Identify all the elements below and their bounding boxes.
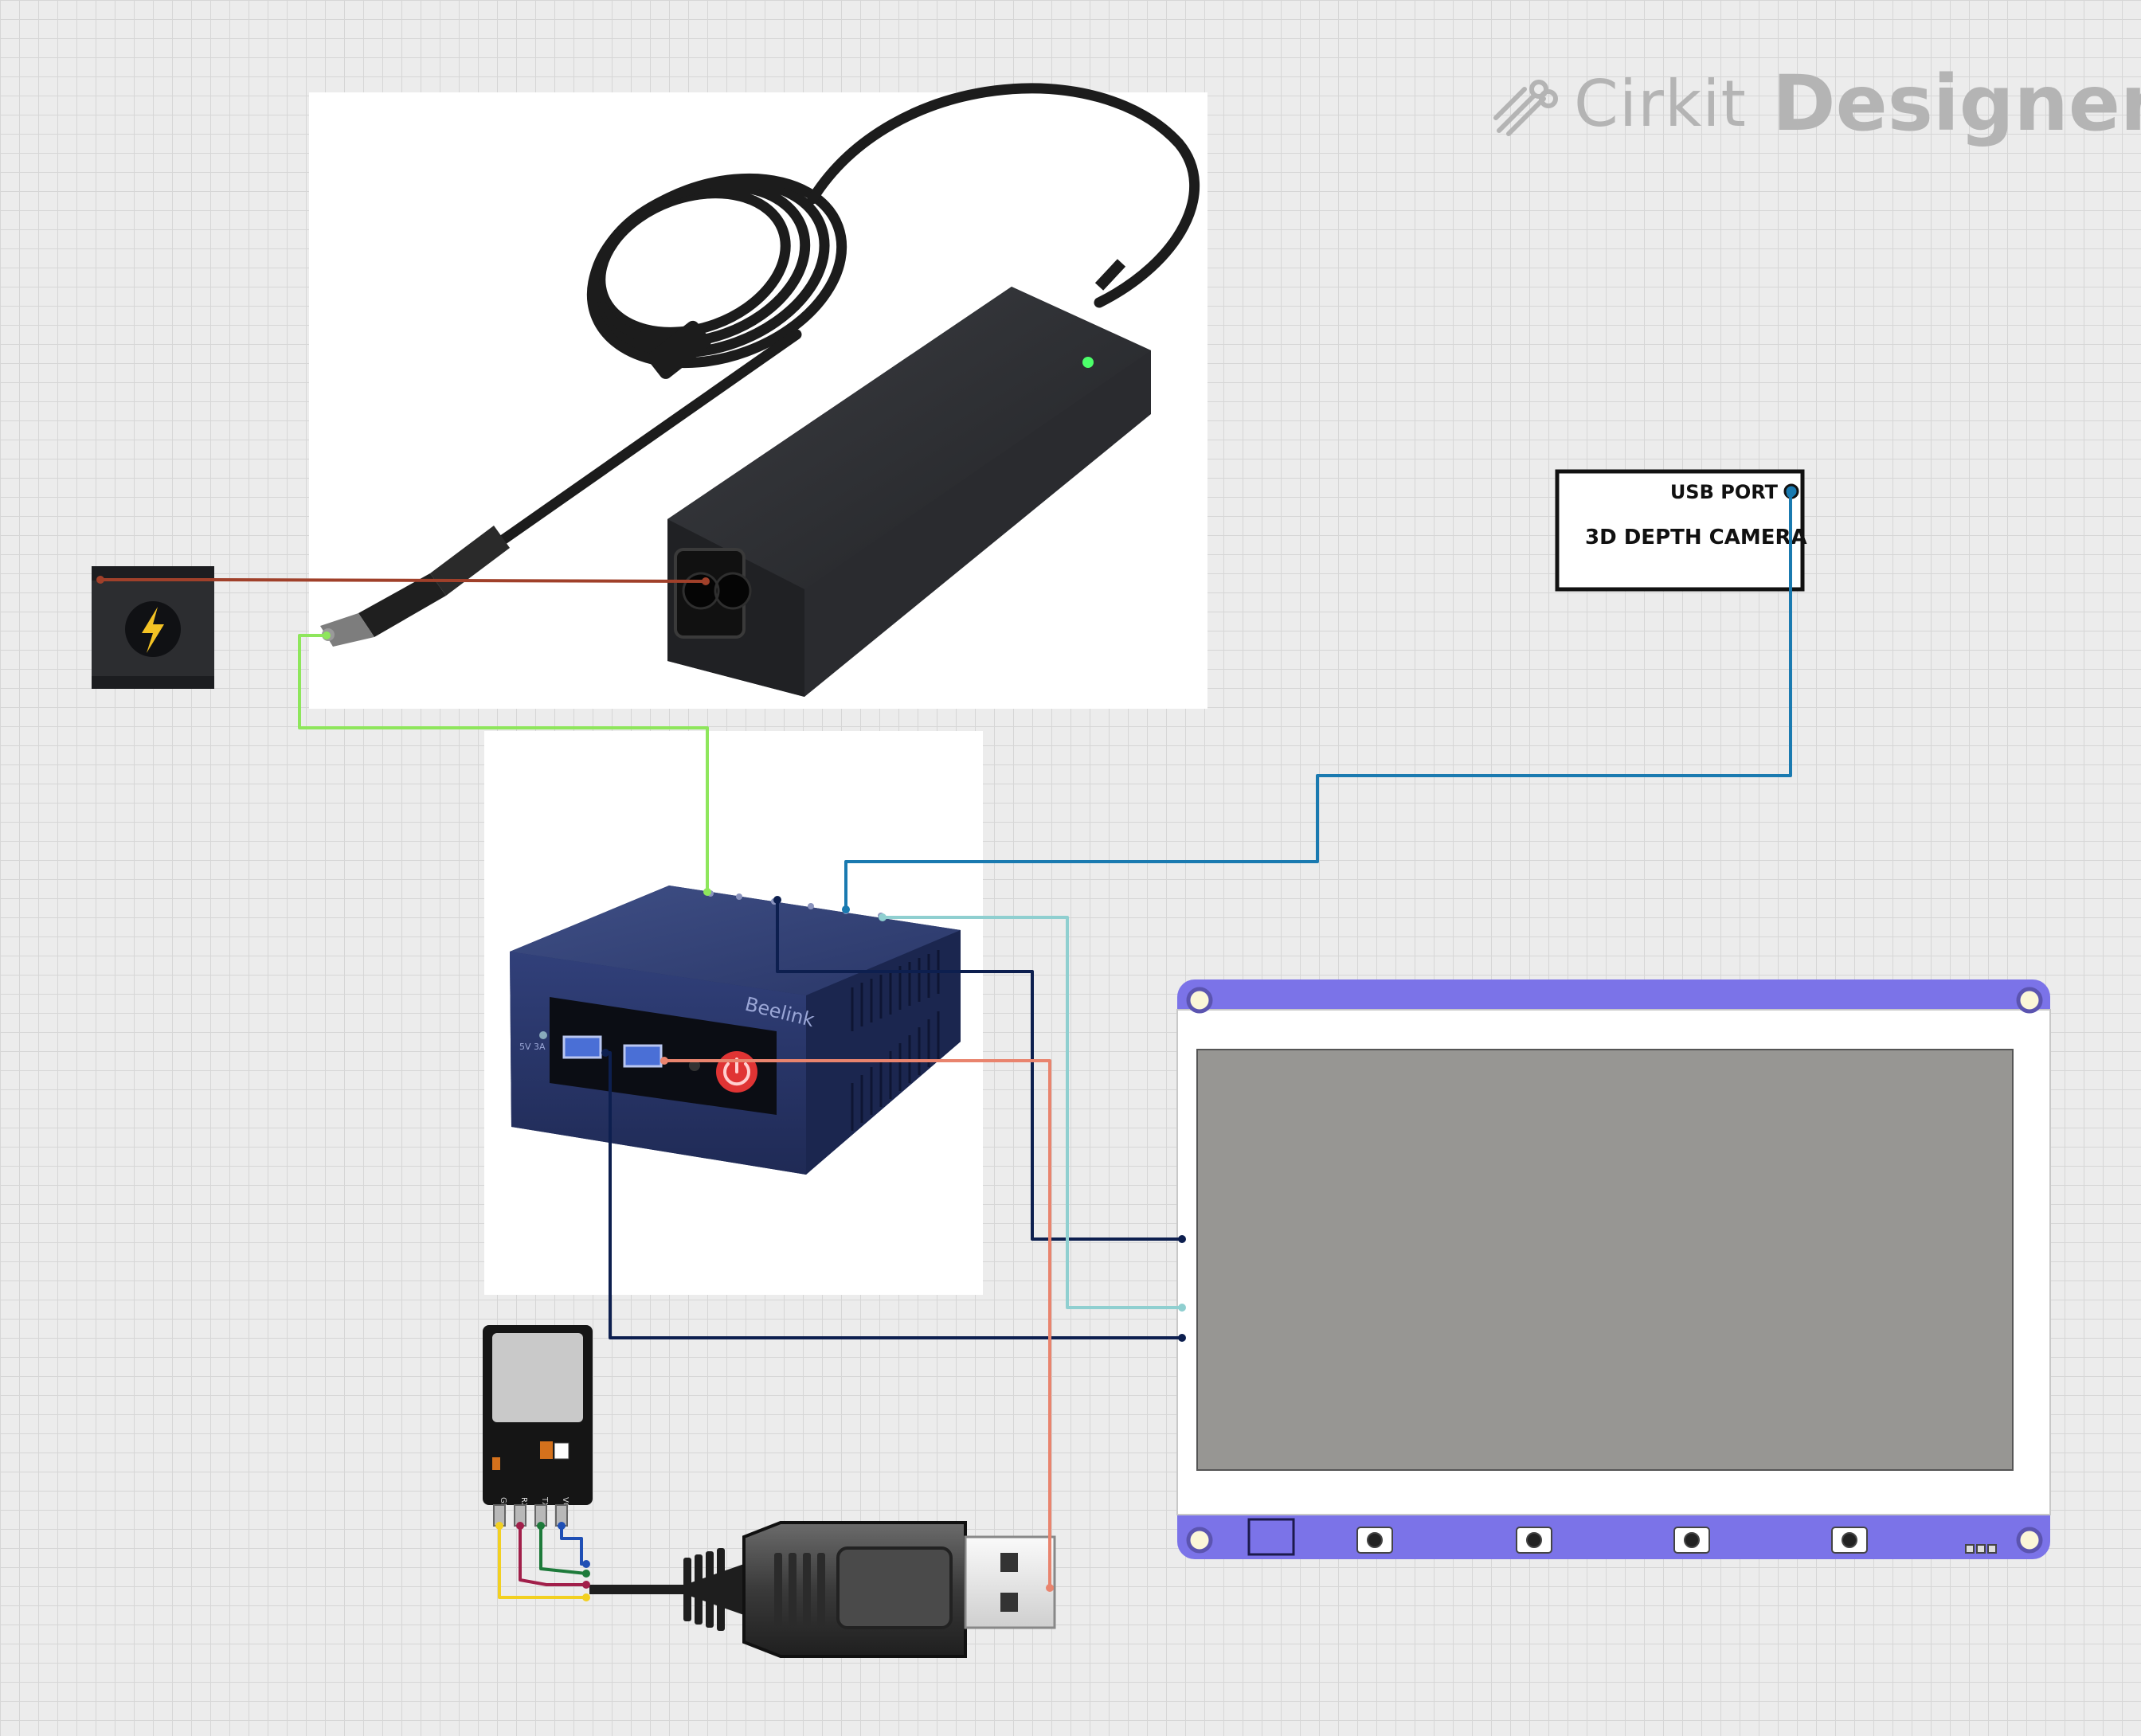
display-connector (1247, 1518, 1295, 1556)
brand-name-bold: Designer (1771, 59, 2141, 148)
uart-rx-wire[interactable] (519, 1526, 586, 1586)
display-header-pins (1965, 1544, 1997, 1554)
display-buttons[interactable] (1356, 1527, 1868, 1554)
usb-a-plug[interactable] (589, 1521, 1056, 1658)
display-wire-a-end-point[interactable] (1178, 1235, 1186, 1243)
mounting-holes (1186, 987, 2043, 1554)
camera-usb-port-label: USB PORT (1670, 481, 1779, 503)
audio-jack (689, 1060, 700, 1071)
power-adapter[interactable] (309, 83, 1207, 709)
camera-title: 3D DEPTH CAMERA (1585, 526, 1807, 549)
camera-usb-wire[interactable] (844, 494, 1792, 909)
svg-text:TX: TX (540, 1496, 549, 1507)
mini-pc-side (806, 930, 961, 1175)
display-wire-c-end-point[interactable] (1178, 1334, 1186, 1342)
dc-power-wire[interactable] (298, 634, 709, 892)
mains-wire[interactable] (100, 578, 706, 583)
mini-pc[interactable]: Beelink 5V 3A (484, 731, 983, 1295)
uart-gnd-wire-start-point[interactable] (495, 1522, 503, 1530)
display-wire-a[interactable] (776, 900, 1182, 1241)
dc-barrel-plug (320, 526, 510, 647)
display-wire-b[interactable] (883, 916, 1182, 1309)
cirkit-designer-watermark: Cirkit Designer (1493, 56, 2141, 151)
uart-tx-wire-start-point[interactable] (537, 1522, 545, 1530)
dc-power-wire-start-point[interactable] (323, 631, 331, 639)
lcd-display[interactable] (1176, 979, 2051, 1559)
depth-camera[interactable]: USB PORT 3D DEPTH CAMERA (1555, 469, 1807, 592)
uart-tx-wire-end-point[interactable] (582, 1570, 590, 1578)
uart-gnd-wire-end-point[interactable] (582, 1593, 590, 1601)
uart-rx-wire-end-point[interactable] (582, 1581, 590, 1589)
uart-vcc-wire-start-point[interactable] (558, 1522, 566, 1530)
usb-port-1[interactable] (562, 1035, 602, 1059)
usb-serial-wire-end-point[interactable] (1046, 1584, 1054, 1592)
uart-shield (492, 1333, 583, 1422)
usb-serial-wire[interactable] (664, 1059, 1051, 1588)
display-screen (1196, 1049, 2014, 1471)
lightning-icon (142, 607, 164, 653)
uart-header-pins (493, 1504, 568, 1527)
cirkit-logo-icon (1493, 80, 1558, 136)
display-wire-c-start-point[interactable] (601, 1049, 609, 1057)
usb-cable (589, 1564, 744, 1615)
mains-power-source[interactable] (92, 566, 214, 689)
camera-body (1555, 469, 1805, 592)
cable-ferrite (647, 320, 711, 379)
brand-name-light: Cirkit (1574, 66, 1747, 141)
usb-uart-module[interactable]: GND RX TX VCC (483, 1325, 593, 1527)
display-wire-a-start-point[interactable] (773, 896, 781, 904)
dc-power-wire-end-point[interactable] (703, 888, 711, 896)
uart-vcc-wire[interactable] (560, 1526, 586, 1566)
mini-pc-front-label: 5V 3A (519, 1042, 546, 1052)
camera-usb-wire-end-point[interactable] (1787, 490, 1795, 498)
front-io-panel (550, 997, 777, 1115)
usb-serial-wire-start-point[interactable] (660, 1057, 668, 1065)
coiled-cable (472, 83, 1200, 563)
mains-wire-end-point[interactable] (702, 577, 710, 585)
svg-text:RX: RX (519, 1497, 528, 1508)
uart-rx-wire-start-point[interactable] (516, 1522, 524, 1530)
usb-port-2[interactable] (623, 1044, 663, 1068)
uart-vcc-wire-end-point[interactable] (582, 1560, 590, 1568)
display-wire-b-end-point[interactable] (1178, 1304, 1186, 1312)
usb-a-connector (964, 1535, 1056, 1629)
adapter-brick (667, 259, 1151, 697)
display-wire-b-start-point[interactable] (879, 913, 887, 921)
mains-wire-start-point[interactable] (96, 576, 104, 584)
uart-gnd-wire[interactable] (498, 1526, 586, 1599)
wires (96, 490, 1795, 1601)
camera-usb-wire-start-point[interactable] (842, 905, 850, 913)
usb-strain-relief (683, 1548, 725, 1631)
uart-tx-wire[interactable] (539, 1526, 587, 1575)
side-vents (851, 950, 940, 1131)
